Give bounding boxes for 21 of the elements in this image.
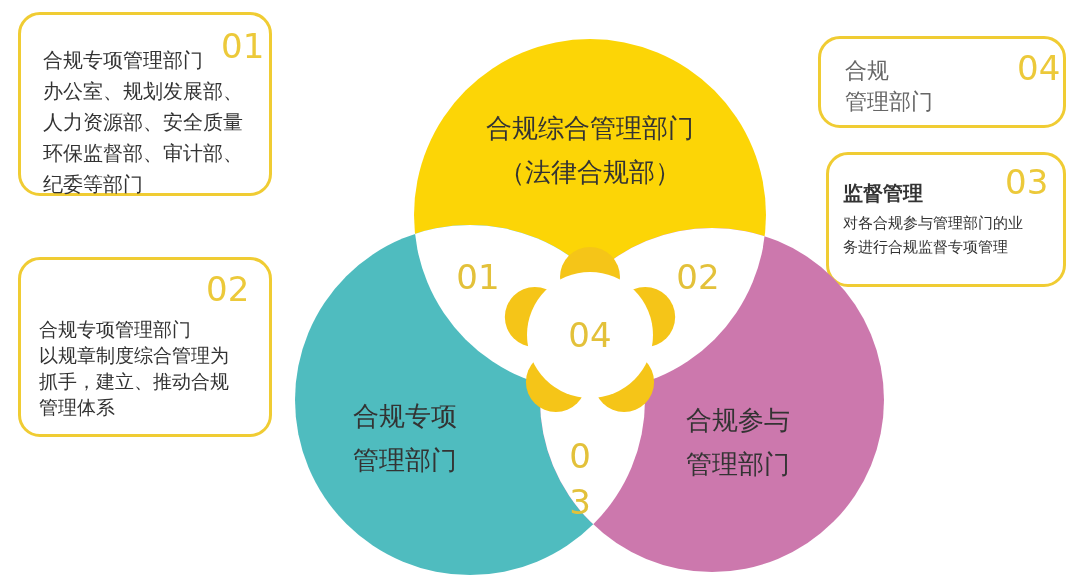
- box-text: 对各合规参与管理部门的业务进行合规监督专项管理: [843, 213, 1024, 258]
- text-box: [818, 36, 1066, 128]
- region-number: 02: [675, 256, 721, 299]
- box-text: 办公室、规划发展部、人力资源部、安全质量环保监督部、审计部、纪委等部门: [43, 78, 244, 198]
- box-number: 03: [1005, 165, 1049, 199]
- text-box: [826, 152, 1066, 287]
- box-number: 04: [1017, 51, 1061, 85]
- text-box: [18, 12, 272, 196]
- box-heading: 合规专项管理部门: [39, 317, 192, 342]
- box-heading: 合规专项管理部门: [43, 47, 204, 74]
- region-number: 03: [568, 435, 592, 524]
- text-box: [18, 257, 272, 437]
- box-number: 01: [221, 29, 265, 63]
- circle-label: 合规综合管理部门（法律合规部）: [470, 106, 710, 194]
- circle-label: 合规参与管理部门: [682, 398, 794, 486]
- box-text: 以规章制度综合管理为抓手，建立、推动合规管理体系: [39, 343, 230, 420]
- box-number: 02: [206, 272, 250, 306]
- box-heading: 监督管理: [843, 180, 924, 207]
- center-number: 04: [560, 315, 620, 355]
- region-number: 01: [455, 256, 501, 299]
- circle-label: 合规专项管理部门: [349, 394, 461, 482]
